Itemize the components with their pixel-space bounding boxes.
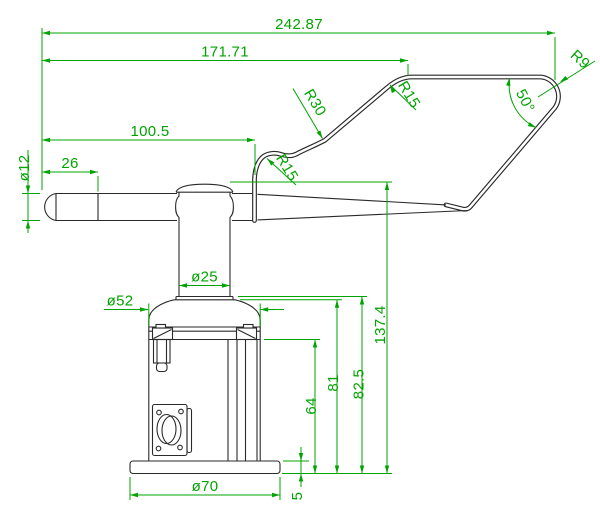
connector-barrel-front: [161, 415, 182, 446]
arrow: [312, 465, 318, 474]
arm: [44, 192, 468, 222]
vane-plate: [252, 74, 561, 223]
dim-front-length: 100.5: [130, 123, 169, 140]
arrow: [179, 283, 187, 288]
arrow: [247, 137, 255, 143]
hub: [175, 183, 234, 297]
plate-side-tab: [186, 407, 193, 454]
arrow: [130, 492, 138, 498]
vane-outline-inner: [253, 75, 560, 222]
clip-left-diagonal: [153, 329, 172, 339]
dimension-arrows: [25, 30, 568, 498]
label-corner-r9: R9: [567, 47, 593, 73]
screw-foot: [155, 362, 168, 373]
arrow: [359, 296, 365, 305]
dim-overall-length: 242.87: [275, 16, 323, 33]
arrow: [140, 307, 148, 312]
bell-cap: [148, 295, 261, 328]
plate-hole-br: [177, 444, 183, 451]
counterweight-end-cap: [44, 192, 57, 222]
base-flange: [129, 460, 281, 475]
arrow: [312, 339, 318, 348]
arrow: [316, 130, 323, 139]
hub-dome-cap: [175, 183, 234, 193]
label-fillet-r30: R30: [300, 86, 329, 119]
dim-cap-step-height: 81: [325, 374, 342, 391]
clip-right-tab: [242, 323, 254, 329]
dim-hub-diameter: ø25: [191, 269, 218, 286]
arrow: [334, 299, 340, 308]
label-trailing-angle: 50°: [512, 87, 538, 116]
arrow: [42, 58, 50, 63]
arrow: [42, 30, 50, 36]
leader-r30: [292, 88, 323, 139]
arrow: [272, 492, 280, 498]
arrow: [222, 283, 230, 288]
arrow: [506, 77, 511, 87]
dim-body-height: 64: [303, 397, 320, 414]
dim-upper-length: 171.71: [201, 44, 249, 61]
dim-flange-diameter: ø70: [192, 478, 219, 495]
arm-taper-top: [257, 193, 447, 206]
clip-right-diagonal: [237, 329, 256, 339]
arrow: [560, 75, 568, 82]
bell-right-flare: [234, 299, 261, 327]
arrow: [334, 465, 340, 474]
arrow: [42, 169, 50, 175]
plate-hole-bl: [155, 445, 162, 452]
leader-r15-top: [389, 84, 417, 111]
dim-cap-diameter: ø52: [107, 293, 134, 310]
dim-counterweight-length: 26: [61, 155, 78, 172]
label-fillet-r15-top: R15: [394, 78, 423, 111]
screw-post: [152, 338, 171, 364]
dim-overall-height: 137.4: [372, 305, 389, 344]
plate-hole-tl: [156, 409, 162, 416]
arrow: [390, 85, 396, 94]
hub-right-wall: [229, 192, 234, 297]
arrow: [384, 465, 390, 474]
bell-left-flare: [148, 299, 175, 327]
arrow: [42, 137, 50, 143]
arrow: [25, 220, 31, 229]
arrow: [384, 182, 390, 190]
plate-hole-tr: [178, 408, 184, 415]
arm-taper-bottom: [257, 209, 468, 221]
clip-left-tab: [155, 323, 167, 329]
body: [148, 323, 261, 461]
dim-cap-top-height: 82.5: [351, 369, 368, 399]
arrow: [298, 453, 304, 461]
hub-left-wall: [175, 192, 180, 297]
arrow: [547, 30, 555, 36]
arrow: [359, 465, 365, 474]
dim-flange-thickness: 5: [289, 492, 306, 501]
dim-arm-diameter: ø12: [16, 155, 33, 182]
arrow: [90, 169, 98, 175]
arrow: [527, 122, 536, 128]
dimension-annotations: 242.87 171.71 100.5 26 ø12 ø25 ø52 ø70 5…: [16, 16, 596, 501]
arrow: [267, 158, 275, 166]
arrow: [260, 307, 269, 312]
arrow: [298, 473, 304, 482]
arrow: [400, 58, 408, 63]
arrow: [25, 185, 31, 194]
